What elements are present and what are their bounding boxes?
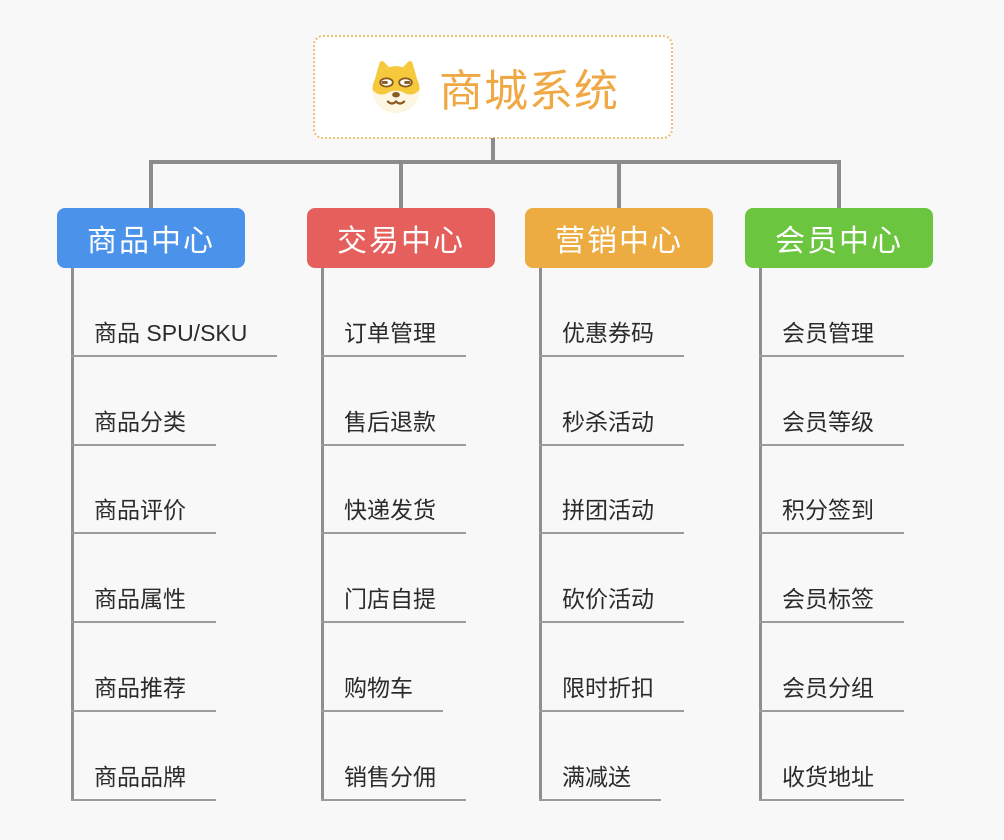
connector-root-stem bbox=[491, 138, 495, 164]
leaf-node[interactable]: 订单管理 bbox=[321, 314, 466, 357]
leaf-node[interactable]: 商品评价 bbox=[71, 491, 216, 535]
leaf-node[interactable]: 秒杀活动 bbox=[539, 403, 684, 446]
leaf-node[interactable]: 砍价活动 bbox=[539, 580, 684, 624]
leaf-node[interactable]: 销售分佣 bbox=[321, 758, 466, 801]
leaf-node[interactable]: 会员等级 bbox=[759, 403, 904, 446]
leaf-node[interactable]: 门店自提 bbox=[321, 580, 466, 624]
connector-drop-trade bbox=[399, 160, 403, 210]
leaf-node[interactable]: 商品 SPU/SKU bbox=[71, 314, 278, 357]
root-node-title: 商城系统 bbox=[439, 67, 619, 116]
branch-spine bbox=[759, 268, 762, 801]
leaf-node[interactable]: 售后退款 bbox=[321, 403, 466, 446]
branch-product-center: 商品中心 商品 SPU/SKU 商品分类 商品评价 商品属性 商品推荐 商品品牌 bbox=[57, 208, 278, 801]
branch-spine bbox=[321, 268, 324, 801]
leaf-node[interactable]: 收货地址 bbox=[759, 758, 904, 801]
branch-trade-center: 交易中心 订单管理 售后退款 快递发货 门店自提 购物车 销售分佣 bbox=[307, 208, 495, 801]
branch-node-member-center[interactable]: 会员中心 bbox=[745, 208, 933, 268]
branch-node-product-center[interactable]: 商品中心 bbox=[57, 208, 245, 268]
branch-marketing-center: 营销中心 优惠券码 秒杀活动 拼团活动 砍价活动 限时折扣 满减送 bbox=[525, 208, 713, 801]
leaf-node[interactable]: 会员分组 bbox=[759, 669, 904, 712]
root-node[interactable]: 商城系统 bbox=[313, 35, 673, 139]
connector-drop-product bbox=[149, 160, 153, 210]
branch-member-center: 会员中心 会员管理 会员等级 积分签到 会员标签 会员分组 收货地址 bbox=[745, 208, 933, 801]
branch-spine bbox=[71, 268, 74, 801]
connector-drop-member bbox=[837, 160, 841, 210]
leaf-node[interactable]: 优惠券码 bbox=[539, 314, 684, 357]
leaf-node[interactable]: 满减送 bbox=[539, 758, 661, 801]
leaf-node[interactable]: 商品推荐 bbox=[71, 669, 216, 712]
leaf-node[interactable]: 积分签到 bbox=[759, 491, 904, 535]
connector-drop-marketing bbox=[617, 160, 621, 210]
dog-face-icon bbox=[372, 61, 420, 114]
leaf-node[interactable]: 会员管理 bbox=[759, 314, 904, 357]
branch-node-trade-center[interactable]: 交易中心 bbox=[307, 208, 495, 268]
leaf-node[interactable]: 商品属性 bbox=[71, 580, 216, 624]
leaf-node[interactable]: 商品分类 bbox=[71, 403, 216, 446]
leaf-node[interactable]: 拼团活动 bbox=[539, 491, 684, 535]
leaf-node[interactable]: 快递发货 bbox=[321, 491, 466, 535]
leaf-node[interactable]: 限时折扣 bbox=[539, 669, 684, 712]
leaf-node[interactable]: 会员标签 bbox=[759, 580, 904, 624]
branch-spine bbox=[539, 268, 542, 801]
leaf-node[interactable]: 商品品牌 bbox=[71, 758, 216, 801]
branch-node-marketing-center[interactable]: 营销中心 bbox=[525, 208, 713, 268]
leaf-node[interactable]: 购物车 bbox=[321, 669, 443, 712]
connector-bus bbox=[149, 160, 841, 164]
